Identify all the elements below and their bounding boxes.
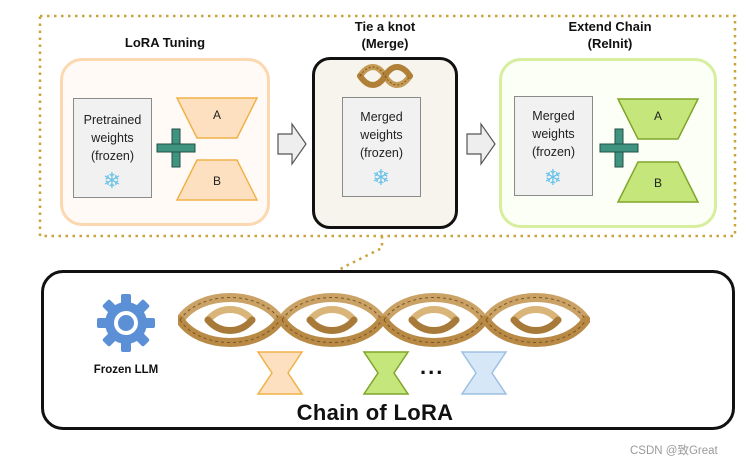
lora-b-trapezoid: [175, 159, 259, 201]
snowflake-icon: ❄: [102, 168, 122, 193]
gear-icon: [97, 294, 155, 352]
lora-b-label: B: [212, 174, 221, 188]
lora-b-trapezoid: [616, 161, 700, 203]
lora-a-trapezoid: [616, 98, 700, 140]
stage3-title: Extend Chain (ReInit): [568, 19, 652, 51]
lora-a-trapezoid: [175, 97, 259, 139]
stage1-weights-box: Pretrained weights (frozen): [73, 98, 152, 198]
hourglass-lora-orange: [256, 351, 304, 395]
chain-panel: [41, 270, 735, 430]
stage3-weights-label: Merged weights (frozen): [531, 109, 576, 159]
stage2-title: Tie a knot (Merge): [354, 19, 416, 51]
snowflake-icon: ❄: [543, 165, 563, 190]
ellipsis: ...: [420, 354, 445, 379]
plus-icon: [599, 128, 639, 168]
rope-chain: [178, 284, 590, 356]
chain-of-lora-title: Chain of LoRA: [296, 400, 454, 425]
stage2-weights-box: Merged weights (frozen): [342, 97, 421, 197]
stage1-title: LoRA Tuning: [124, 35, 206, 50]
frozen-llm-label: Frozen LLM: [93, 364, 159, 376]
snowflake-icon: ❄: [371, 165, 391, 190]
watermark: CSDN @致Great: [630, 445, 718, 457]
stage1-weights-label: Pretrained weights (frozen): [83, 113, 142, 163]
stage2-weights-label: Merged weights (frozen): [359, 110, 404, 160]
stage3-weights-box: Merged weights (frozen): [514, 96, 593, 196]
arrow-right-icon: [277, 122, 307, 166]
lora-a-label: A: [653, 109, 662, 123]
hourglass-lora-blue: [460, 351, 508, 395]
lora-b-label: B: [653, 176, 662, 190]
plus-icon: [156, 128, 196, 168]
arrow-right-icon: [466, 122, 496, 166]
lora-a-label: A: [212, 108, 221, 122]
hourglass-lora-green: [362, 351, 410, 395]
knot-icon: [357, 64, 413, 88]
